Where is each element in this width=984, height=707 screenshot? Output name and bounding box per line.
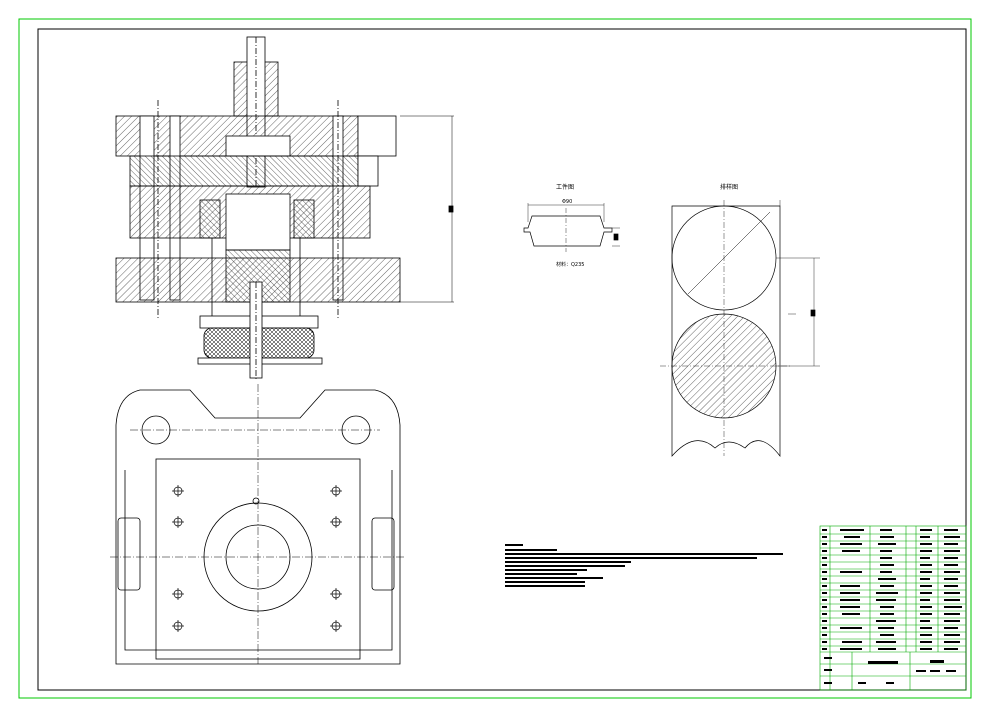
part-drawing bbox=[523, 203, 620, 252]
die-section-view bbox=[115, 36, 454, 380]
die-plan-view bbox=[110, 384, 404, 665]
parts-list-table bbox=[819, 525, 967, 691]
part-dimension-label: Φ90 bbox=[562, 199, 572, 205]
bolt-hole-markers bbox=[172, 485, 342, 632]
outer-border bbox=[18, 18, 972, 699]
parts-list-text bbox=[822, 529, 962, 684]
part-material-label: 材料：Q235 bbox=[556, 261, 584, 268]
strip-layout bbox=[660, 200, 820, 458]
part-view-title: 工件图 bbox=[556, 183, 574, 191]
blank-view-title: 排样图 bbox=[720, 183, 738, 191]
inner-border bbox=[37, 28, 967, 691]
technical-notes bbox=[505, 544, 783, 587]
